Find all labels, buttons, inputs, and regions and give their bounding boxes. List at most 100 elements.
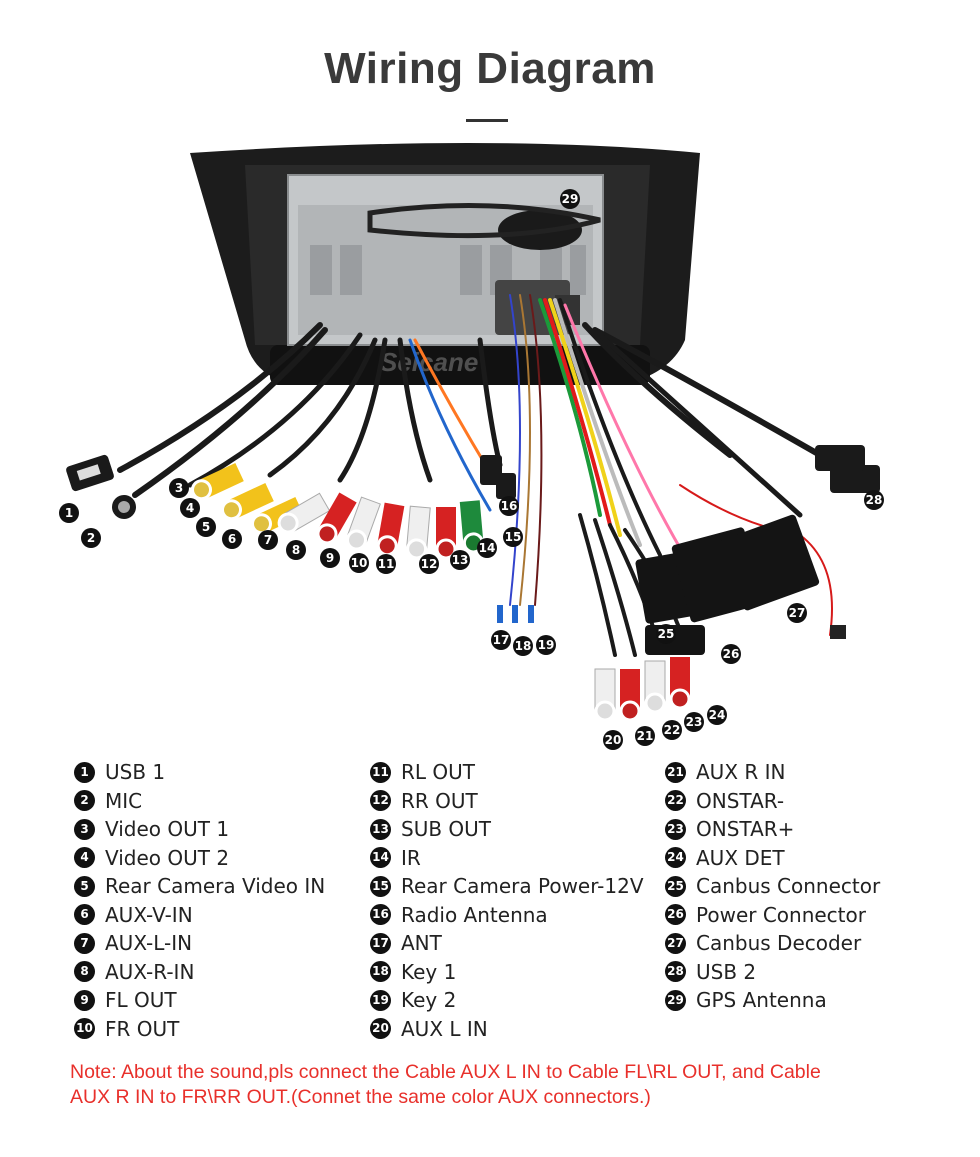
legend-number-badge: 11 <box>370 761 391 783</box>
legend-number-badge: 1 <box>74 761 95 783</box>
svg-text:28: 28 <box>866 493 883 507</box>
svg-text:18: 18 <box>515 639 532 653</box>
legend-number-badge: 14 <box>370 847 391 869</box>
legend-item: 9 FL OUT <box>74 986 325 1015</box>
legend-label: AUX R IN <box>696 760 786 785</box>
svg-text:8: 8 <box>292 543 300 557</box>
callout-26: 26 <box>721 644 741 664</box>
legend-label: GPS Antenna <box>696 988 827 1013</box>
svg-text:14: 14 <box>479 541 496 555</box>
legend-number-badge: 22 <box>665 790 686 812</box>
rca-connectors-aux <box>594 657 691 722</box>
legend-item: 14 IR <box>370 844 644 873</box>
legend-item: 8 AUX-R-IN <box>74 958 325 987</box>
legend-number-badge: 17 <box>370 932 391 954</box>
page-title: Wiring Diagram <box>324 44 656 93</box>
callout-14: 14 <box>477 538 497 558</box>
legend-label: AUX-V-IN <box>105 902 193 927</box>
svg-text:29: 29 <box>562 192 579 206</box>
callout-4: 4 <box>180 498 200 518</box>
callout-19: 19 <box>536 635 556 655</box>
bottom-trim <box>270 345 650 385</box>
legend-label: ONSTAR+ <box>696 817 795 842</box>
legend-number-badge: 16 <box>370 904 391 926</box>
callout-3: 3 <box>169 478 189 498</box>
wiring-diagram-illustration: Seicane <box>59 143 884 750</box>
svg-text:10: 10 <box>351 556 368 570</box>
svg-text:24: 24 <box>709 708 726 722</box>
svg-text:13: 13 <box>452 553 469 567</box>
legend-number-badge: 12 <box>370 790 391 812</box>
legend-label: Rear Camera Power-12V <box>401 874 644 899</box>
callout-16: 16 <box>499 496 519 516</box>
cable-bundles <box>117 294 833 657</box>
svg-text:27: 27 <box>789 606 806 620</box>
watermark-text: Seicane <box>380 347 478 377</box>
svg-text:2: 2 <box>87 531 95 545</box>
legend-label: AUX-L-IN <box>105 931 193 956</box>
legend-number-badge: 6 <box>74 904 95 926</box>
svg-text:19: 19 <box>538 638 555 652</box>
callout-8: 8 <box>286 540 306 560</box>
legend-label: Radio Antenna <box>401 902 548 927</box>
svg-text:5: 5 <box>202 520 210 534</box>
legend-number-badge: 24 <box>665 847 686 869</box>
callout-24: 24 <box>707 705 727 725</box>
legend-item: 6 AUX-V-IN <box>74 901 325 930</box>
legend-number-badge: 18 <box>370 961 391 983</box>
legend-label: FL OUT <box>105 988 177 1013</box>
svg-text:23: 23 <box>686 715 703 729</box>
legend-item: 5 Rear Camera Video IN <box>74 872 325 901</box>
legend-number-badge: 2 <box>74 790 95 812</box>
svg-text:20: 20 <box>605 733 622 747</box>
svg-text:12: 12 <box>421 557 438 571</box>
legend-number-badge: 25 <box>665 875 686 897</box>
legend-label: Rear Camera Video IN <box>105 874 326 899</box>
legend-label: Video OUT 1 <box>105 817 230 842</box>
callout-11: 11 <box>376 554 396 574</box>
legend-label: IR <box>401 845 421 870</box>
callout-10: 10 <box>349 553 369 573</box>
callout-2: 2 <box>81 528 101 548</box>
callout-25: 25 <box>656 624 676 644</box>
legend-item: 3 Video OUT 1 <box>74 815 325 844</box>
callout-5: 5 <box>196 517 216 537</box>
svg-text:22: 22 <box>664 723 681 737</box>
svg-text:21: 21 <box>637 729 654 743</box>
legend-item: 16 Radio Antenna <box>370 901 644 930</box>
svg-text:3: 3 <box>175 481 183 495</box>
svg-text:25: 25 <box>658 627 675 641</box>
callout-15: 15 <box>503 527 523 547</box>
legend-label: Key 1 <box>401 959 457 984</box>
svg-text:6: 6 <box>228 532 236 546</box>
svg-text:26: 26 <box>723 647 740 661</box>
legend-label: Canbus Connector <box>696 874 881 899</box>
legend-label: SUB OUT <box>401 817 492 842</box>
callout-17: 17 <box>491 630 511 650</box>
callout-22: 22 <box>662 720 682 740</box>
legend-number-badge: 3 <box>74 818 95 840</box>
svg-text:4: 4 <box>186 501 194 515</box>
legend-label: Key 2 <box>401 988 457 1013</box>
callout-29: 29 <box>560 189 580 209</box>
legend-number-badge: 8 <box>74 961 95 983</box>
gps-cable-coil <box>367 202 601 239</box>
legend-number-badge: 9 <box>74 989 95 1011</box>
legend-number-badge: 10 <box>74 1018 95 1040</box>
legend-label: AUX-R-IN <box>105 959 195 984</box>
legend-number-badge: 5 <box>74 875 95 897</box>
